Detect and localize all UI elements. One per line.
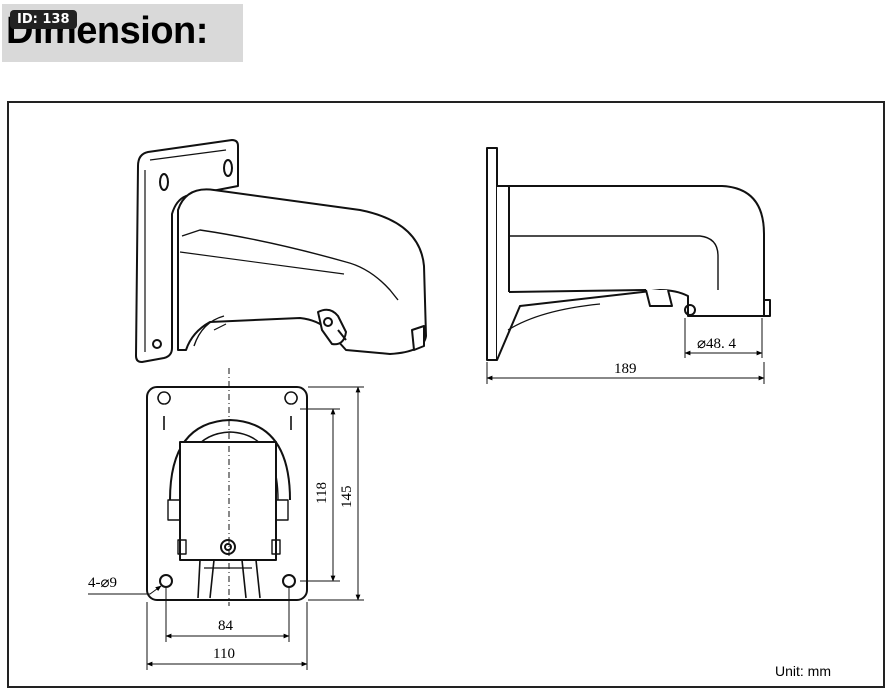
perspective-view [135, 139, 427, 363]
inner-height-label: 118 [314, 482, 330, 504]
side-view [486, 147, 771, 361]
holes-label: 4-⌀9 [88, 575, 117, 591]
front-view-dimensions [88, 386, 364, 670]
inner-width-label: 84 [218, 618, 234, 634]
length-label: 189 [614, 361, 637, 377]
outer-height-label: 145 [339, 486, 355, 509]
side-view-dimensions [486, 318, 765, 384]
id-badge: ID: 138 [10, 10, 77, 29]
drawing-frame [7, 101, 885, 688]
front-view [146, 386, 308, 601]
outer-width-label: 110 [213, 646, 235, 662]
outlet-diameter-label: ⌀48. 4 [697, 336, 737, 352]
unit-label: Unit: mm [775, 663, 831, 679]
